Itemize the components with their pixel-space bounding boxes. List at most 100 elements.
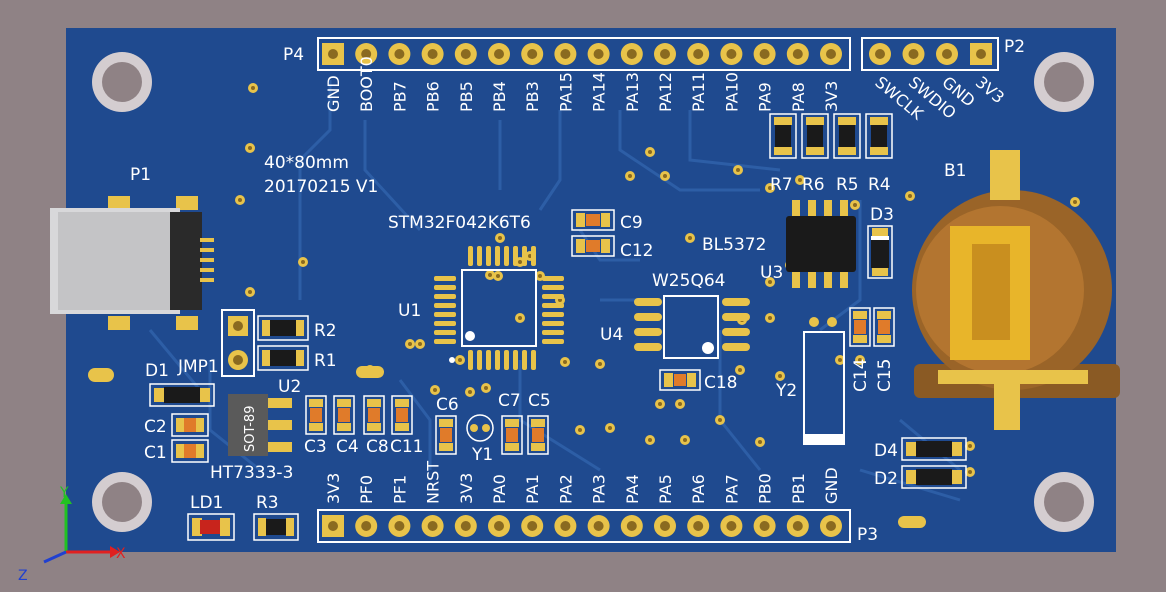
- board-date-text: 20170215 V1: [264, 177, 378, 197]
- c15-label: C15: [875, 358, 895, 392]
- p4-pin-hole: [560, 49, 571, 59]
- y1-label: Y1: [471, 445, 493, 465]
- p4-pin-label: PB7: [390, 81, 409, 112]
- d4-label: D4: [874, 441, 898, 461]
- via-hole: [688, 236, 692, 240]
- p4-pin-label: PA14: [590, 72, 609, 112]
- diode-d3: [867, 225, 893, 279]
- p4-pin-hole: [427, 49, 438, 59]
- p3-pin-hole: [427, 521, 438, 531]
- c3-label: C3: [304, 437, 327, 457]
- p3-pin-hole: [361, 521, 372, 531]
- via-hole: [1073, 200, 1077, 204]
- r3-label: R3: [256, 493, 279, 513]
- cap-body: [310, 408, 322, 422]
- c9-label: C9: [620, 213, 643, 233]
- via-hole: [418, 342, 422, 346]
- p3-pin-label: PA2: [556, 474, 575, 504]
- cap-pad: [337, 423, 351, 431]
- cap-pad: [309, 423, 323, 431]
- r6-label: R6: [802, 175, 825, 195]
- u1-pin: [486, 246, 491, 266]
- via-hole: [738, 368, 742, 372]
- p3-pin-label: PB1: [789, 473, 808, 504]
- via-hole: [608, 426, 612, 430]
- p3-pin-hole: [560, 521, 571, 531]
- via-hole: [498, 236, 502, 240]
- res-pad: [870, 117, 888, 125]
- via-hole: [238, 198, 242, 202]
- u1-pin: [542, 303, 564, 308]
- via-hole: [563, 360, 567, 364]
- via-hole: [496, 274, 500, 278]
- led-ld1: [187, 513, 235, 541]
- u1-pin: [542, 339, 564, 344]
- diode-d4: [901, 437, 967, 461]
- r5-label: R5: [836, 175, 859, 195]
- p4-pin-label: PB6: [424, 81, 443, 112]
- bl5372-label: BL5372: [702, 235, 766, 255]
- p3-pin-hole: [726, 521, 737, 531]
- res-outline: [769, 113, 797, 159]
- axis-gizmo: Y X Z: [18, 485, 126, 584]
- p4-pin-hole: [726, 49, 737, 59]
- mcu-u1: [434, 246, 564, 370]
- p4-pin-label: PB3: [523, 81, 542, 112]
- p4-pin-label: PA8: [789, 82, 808, 112]
- capacitor-c5: [527, 415, 549, 455]
- via-hole: [736, 168, 740, 172]
- p4-pin-hole: [759, 49, 770, 59]
- u1-pin: [504, 246, 509, 266]
- board-size-text: 40*80mm: [264, 153, 349, 173]
- res-pad: [774, 147, 792, 155]
- regulator-u2: SOT-89: [228, 394, 292, 456]
- cap-pad: [309, 399, 323, 407]
- via-hole: [538, 274, 542, 278]
- cap-body: [368, 408, 380, 422]
- res-outline: [801, 113, 829, 159]
- cap-outline: [333, 395, 355, 435]
- d1-outline: [149, 383, 215, 407]
- crystal-y2: [803, 317, 845, 445]
- via-hole: [678, 402, 682, 406]
- p3-pin-label: PA5: [656, 474, 675, 504]
- p4-pin-hole: [826, 49, 836, 59]
- p3-pin-label: PB0: [756, 473, 775, 504]
- u4-pin: [634, 328, 662, 336]
- b1-label: B1: [944, 161, 966, 181]
- cap-body: [338, 408, 350, 422]
- via-hole: [658, 402, 662, 406]
- p4-pin-label: BOOT0: [357, 56, 376, 112]
- p3-pin-label: NRST: [424, 461, 443, 504]
- u1-pin: [486, 350, 491, 370]
- p4-pin-label: GND: [324, 75, 343, 112]
- p3-pin-hole: [660, 521, 670, 531]
- u1-label: U1: [398, 301, 421, 321]
- p4-pin-hole: [460, 49, 471, 59]
- u1-pin: [495, 350, 500, 370]
- u3-label: U3: [760, 263, 783, 283]
- p2-pin-hole: [875, 49, 885, 59]
- u1-pin: [434, 294, 456, 299]
- via-hole: [488, 273, 492, 277]
- p3-pin-label: PF1: [390, 475, 409, 504]
- axis-z-label: Z: [18, 568, 28, 584]
- u4-pin: [634, 313, 662, 321]
- p4-pin-hole: [626, 49, 637, 59]
- p4-pin-hole: [494, 49, 504, 59]
- u4-pin: [722, 328, 750, 336]
- u4-pin: [722, 313, 750, 321]
- res-body: [871, 125, 887, 147]
- via-hole: [433, 388, 437, 392]
- p3-pin-hole: [626, 521, 637, 531]
- u1-pin: [504, 350, 509, 370]
- capacitor-row-c3-c11: [305, 395, 413, 435]
- w25q64-label: W25Q64: [652, 271, 725, 291]
- c6-label: C6: [436, 395, 459, 415]
- resistor-r3: [253, 513, 299, 541]
- u1-pin: [531, 246, 536, 266]
- u1-pin: [513, 246, 518, 266]
- u4-label: U4: [600, 325, 623, 345]
